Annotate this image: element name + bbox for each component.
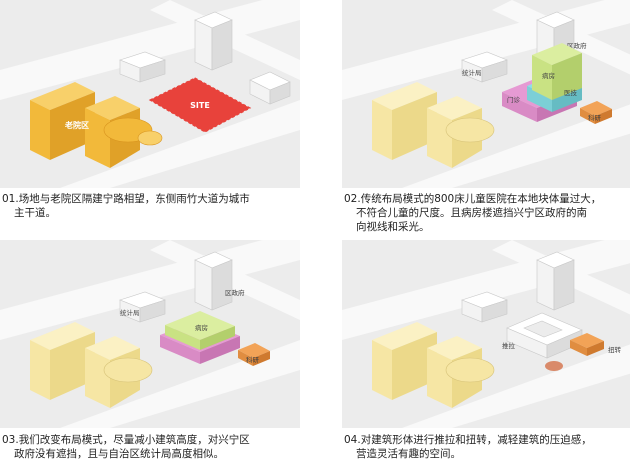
caption-2-line-3: 向视线和采光。 xyxy=(356,221,430,233)
caption-4-line-2: 营造灵活有趣的空间。 xyxy=(356,448,461,460)
outpatient-label: 门诊 xyxy=(507,95,521,104)
caption-3-line-1: 03.我们改变布局模式，尽量减小建筑高度，对兴宁区 xyxy=(2,434,250,446)
road xyxy=(60,100,300,188)
diagram-panel-3: 区政府 统计局 病房 科研 xyxy=(0,240,300,428)
diagram-panel-2: 区政府 统计局 病房 医技 门诊 科研 xyxy=(342,0,630,188)
old-campus-buildings xyxy=(30,322,153,408)
research-label: 科研 xyxy=(588,113,602,122)
medical-tech-label: 医技 xyxy=(564,88,578,97)
push-pull-label: 推拉 xyxy=(502,341,516,350)
caption-1-line-2: 主干道。 xyxy=(14,207,56,219)
diagram-panel-4: 推拉 扭转 xyxy=(342,240,630,428)
old-campus-buildings xyxy=(372,82,495,168)
district-government-building: 区政府 xyxy=(194,251,245,311)
stats-bureau-label: 统计局 xyxy=(120,308,140,317)
stats-bureau-building: 统计局 xyxy=(119,291,166,323)
twist-label: 扭转 xyxy=(608,345,622,354)
panel-4-drawing: 推拉 扭转 xyxy=(342,240,630,428)
caption-4: 04.对建筑形体进行推拉和扭转，减轻建筑的压迫感， 营造灵活有趣的空间。 xyxy=(344,433,628,461)
ward-label: 病房 xyxy=(542,71,555,80)
ward-label: 病房 xyxy=(195,323,208,332)
context-building xyxy=(194,11,233,71)
caption-3: 03.我们改变布局模式，尽量减小建筑高度，对兴宁区 政府没有遮挡，且与自治区统计… xyxy=(2,433,302,461)
context-building xyxy=(119,51,166,83)
context-building xyxy=(536,251,575,311)
stats-bureau-building: 统计局 xyxy=(461,51,508,83)
site-label: SITE xyxy=(190,101,210,110)
road xyxy=(402,104,630,188)
stats-bureau-label: 统计局 xyxy=(462,68,482,77)
caption-3-line-2: 政府没有遮挡，且与自治区统计局高度相似。 xyxy=(14,448,224,460)
panel-3-drawing: 区政府 统计局 病房 科研 xyxy=(0,240,300,428)
context-building xyxy=(461,291,508,323)
caption-1-line-1: 01.场地与老院区隔建宁路相望，东侧雨竹大道为城市 xyxy=(2,193,250,205)
hospital-massing-lowered: 病房 科研 xyxy=(160,311,270,366)
district-gov-label: 区政府 xyxy=(225,288,245,297)
caption-1: 01.场地与老院区隔建宁路相望，东侧雨竹大道为城市 主干道。 xyxy=(2,192,302,220)
caption-2-line-1: 02.传统布局模式的800床儿童医院在本地块体量过大， xyxy=(344,193,602,205)
road xyxy=(60,340,300,428)
old-campus-label: 老院区 xyxy=(64,120,89,130)
context-building xyxy=(249,71,291,105)
panel-1-drawing: SITE 老院区 xyxy=(0,0,300,188)
caption-2-line-2: 不符合儿童的尺度。且病房楼遮挡兴宁区政府的南 xyxy=(356,207,587,219)
hospital-massing-traditional: 病房 医技 门诊 科研 xyxy=(502,43,612,124)
old-campus-buildings: 老院区 xyxy=(30,82,163,168)
caption-4-line-1: 04.对建筑形体进行推拉和扭转，减轻建筑的压迫感， xyxy=(344,434,592,446)
panel-2-drawing: 区政府 统计局 病房 医技 门诊 科研 xyxy=(342,0,630,188)
research-label: 科研 xyxy=(246,355,260,364)
caption-2: 02.传统布局模式的800床儿童医院在本地块体量过大， 不符合儿童的尺度。且病房… xyxy=(344,192,628,234)
old-campus-buildings xyxy=(372,322,495,408)
diagram-panel-1: SITE 老院区 xyxy=(0,0,300,188)
hospital-massing-courtyard: 推拉 扭转 xyxy=(502,312,622,371)
district-gov-label: 区政府 xyxy=(567,41,587,50)
site-boundary: SITE xyxy=(148,77,252,133)
